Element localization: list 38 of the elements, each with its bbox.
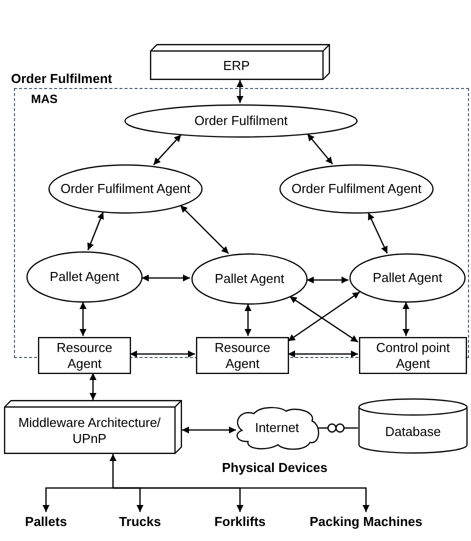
arrow <box>306 133 334 165</box>
device-label: Trucks <box>112 512 168 532</box>
device-label: Forklifts <box>206 512 274 532</box>
arrow <box>317 423 359 433</box>
arrow <box>180 204 230 254</box>
arrow <box>236 80 244 103</box>
arrow <box>87 212 104 250</box>
device-label: Packing Machines <box>290 512 442 532</box>
arrow <box>142 274 190 282</box>
agent-box: Control point Agent <box>359 337 467 374</box>
agent-box: Resource Agent <box>196 337 289 374</box>
arrow <box>80 302 86 336</box>
arrow <box>288 350 358 358</box>
arrow <box>130 350 195 358</box>
arrow <box>153 134 182 166</box>
agent-ellipse: Pallet Agent <box>191 253 308 305</box>
agent-box: Resource Agent <box>38 337 131 374</box>
group-label: Physical Devices <box>222 459 328 477</box>
boundary-heading: Order Fulfilment <box>11 72 112 85</box>
arrow <box>182 426 236 434</box>
connector-line <box>42 487 113 512</box>
agent-ellipse: Order Fulfilment Agent <box>279 164 434 214</box>
arrow <box>244 304 252 336</box>
arrow <box>306 276 348 284</box>
system-box: ERP <box>150 44 330 80</box>
database-cylinder: Database <box>358 398 468 454</box>
agent-ellipse: Order Fulfilment <box>124 104 358 138</box>
arrow <box>110 454 116 488</box>
arrow <box>90 373 96 400</box>
agent-ellipse: Pallet Agent <box>26 251 143 303</box>
device-label: Pallets <box>16 512 76 532</box>
connector-line <box>113 487 370 512</box>
arrow <box>368 212 388 254</box>
boundary-label: MAS <box>31 93 58 105</box>
arrow <box>402 302 410 336</box>
system-box: Middleware Architecture/ UPnP <box>4 400 182 454</box>
agent-ellipse: Pallet Agent <box>349 253 466 303</box>
agent-ellipse: Order Fulfilment Agent <box>48 164 203 214</box>
